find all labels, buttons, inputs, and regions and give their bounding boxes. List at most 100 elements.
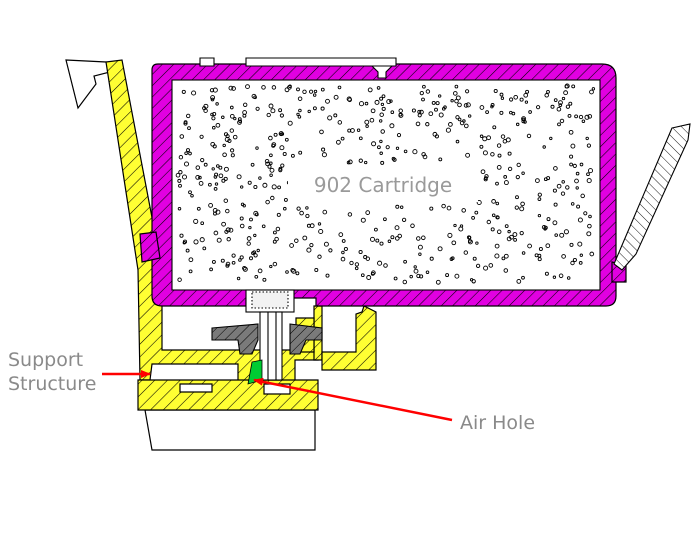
foam-pore xyxy=(394,225,400,231)
foam-pore xyxy=(177,277,182,282)
foam-pore xyxy=(254,274,259,279)
foam-pore xyxy=(538,247,543,251)
foam-pore xyxy=(513,238,517,242)
foam-pore xyxy=(455,139,460,144)
foam-pore xyxy=(195,165,201,170)
foam-pore xyxy=(546,176,551,181)
foam-pore xyxy=(403,149,408,154)
foam-pore xyxy=(496,229,502,235)
foam-pore xyxy=(583,211,588,216)
foam-pore xyxy=(465,152,471,158)
foam-pore xyxy=(278,168,283,173)
foam-pore xyxy=(321,152,327,158)
foam-pore xyxy=(435,101,440,106)
foam-pore xyxy=(567,113,572,118)
foam-pore xyxy=(297,115,302,119)
foam-pore xyxy=(568,101,573,106)
foam-pore xyxy=(200,157,205,163)
foam-pore xyxy=(560,191,566,196)
foam-pore xyxy=(333,94,339,100)
foam-pore xyxy=(552,275,557,279)
foam-pore xyxy=(246,241,251,246)
foam-pore xyxy=(211,167,215,171)
foam-pore xyxy=(537,197,542,201)
foam-pore xyxy=(314,268,319,273)
foam-pore xyxy=(453,223,457,228)
foam-pore xyxy=(336,139,341,145)
foam-pore xyxy=(450,99,454,103)
foam-pore xyxy=(188,190,192,195)
foam-pore xyxy=(465,89,470,94)
support-structure-label: Support Structure xyxy=(8,348,96,396)
foam-pore xyxy=(575,171,580,176)
foam-pore xyxy=(379,119,383,123)
foam-pore xyxy=(446,205,452,211)
foam-pore xyxy=(434,107,438,112)
foam-pore xyxy=(537,213,542,218)
foam-pore xyxy=(580,193,585,199)
foam-pore xyxy=(589,251,595,257)
foam-pore xyxy=(358,136,363,141)
foam-pore xyxy=(381,106,386,111)
foam-pore xyxy=(229,105,234,110)
foam-pore xyxy=(187,126,191,130)
foam-pore xyxy=(249,256,253,261)
foam-pore xyxy=(200,221,205,226)
foam-pore xyxy=(392,157,397,162)
foam-pore xyxy=(586,178,592,184)
foam-pore xyxy=(250,162,255,167)
foam-pore xyxy=(506,236,512,242)
foam-pore xyxy=(581,119,586,123)
foam-pore xyxy=(390,110,395,115)
foam-pore xyxy=(267,164,272,169)
foam-pore xyxy=(225,208,230,214)
foam-pore xyxy=(320,106,325,111)
foam-pore xyxy=(471,216,475,220)
foam-pore xyxy=(415,121,421,127)
foam-pore xyxy=(525,89,530,94)
foam-pore xyxy=(586,143,592,148)
foam-pore xyxy=(463,250,468,255)
foam-pore xyxy=(417,109,422,114)
foam-pore xyxy=(287,120,293,126)
foam-pore xyxy=(296,206,301,211)
foam-pore xyxy=(385,145,390,150)
foam-pore xyxy=(563,90,568,96)
foam-pore xyxy=(185,248,190,253)
foam-pore xyxy=(438,157,443,162)
foam-pore xyxy=(486,219,491,225)
foam-pore xyxy=(412,149,418,155)
foam-pore xyxy=(356,128,361,132)
foam-pore xyxy=(559,118,565,124)
foam-pore xyxy=(196,206,201,211)
foam-pore xyxy=(225,263,230,268)
foam-pore xyxy=(181,89,186,94)
foam-pore xyxy=(182,174,187,180)
support-label-line1: Support xyxy=(8,349,84,371)
foam-pore xyxy=(389,123,395,129)
foam-pore xyxy=(422,84,426,89)
foam-pore xyxy=(490,105,494,109)
foam-pore xyxy=(438,112,444,118)
foam-pore xyxy=(295,271,300,276)
foam-pore xyxy=(475,241,479,245)
foam-pore xyxy=(374,99,380,105)
foam-pore xyxy=(199,237,205,243)
foam-pore xyxy=(419,109,424,115)
foam-pore xyxy=(360,217,366,223)
foam-pore xyxy=(284,137,289,142)
foam-pore xyxy=(218,173,224,179)
foam-pore xyxy=(269,161,273,165)
foam-pore xyxy=(584,114,590,120)
foam-pore xyxy=(333,113,338,118)
foam-pore xyxy=(242,204,246,208)
foam-pore xyxy=(398,108,403,113)
foam-pore xyxy=(542,145,546,149)
foam-pore xyxy=(579,162,584,167)
foam-pore xyxy=(397,233,402,239)
foam-pore xyxy=(395,146,400,150)
foam-pore xyxy=(225,134,230,139)
foam-pore xyxy=(375,238,380,243)
foam-pore xyxy=(569,242,574,247)
foam-pore xyxy=(413,265,417,269)
